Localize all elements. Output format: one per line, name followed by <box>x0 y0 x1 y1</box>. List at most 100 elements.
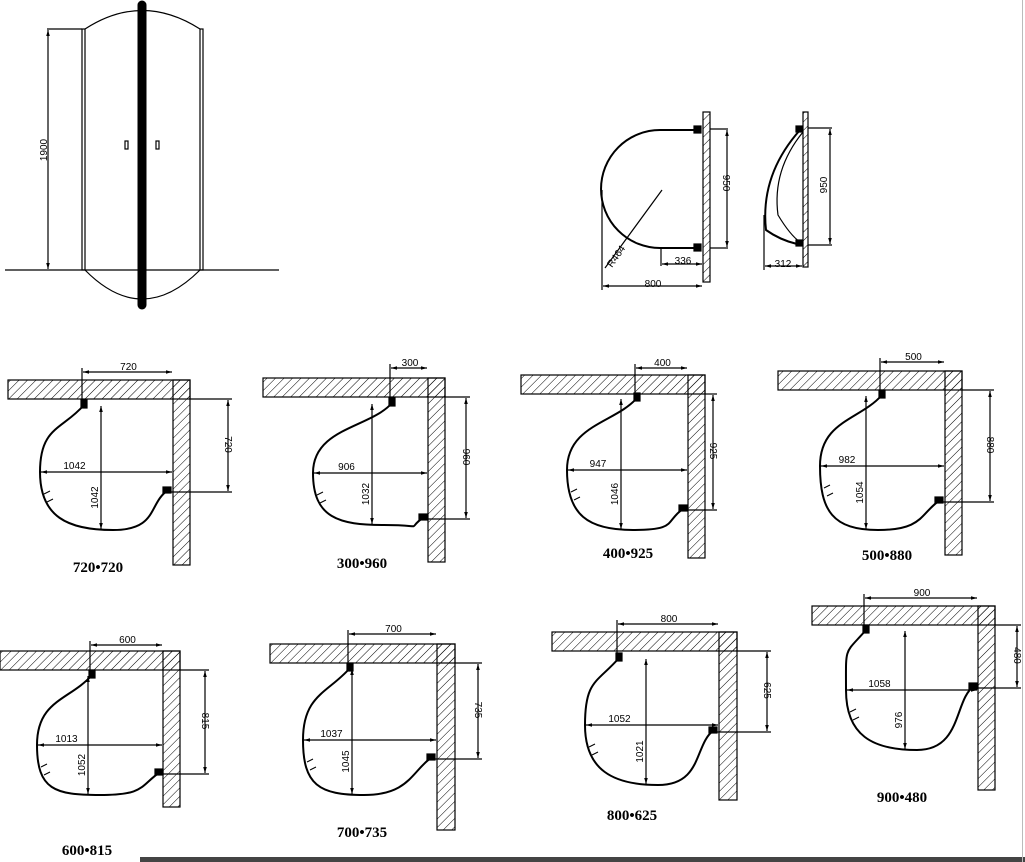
plan-caption: 300•960 <box>337 556 387 572</box>
down-dimension-label: 1046 <box>610 482 621 505</box>
left-door-handle <box>124 140 129 150</box>
down-dimension-label: 1054 <box>855 481 866 504</box>
side-wall <box>977 605 996 791</box>
top-view-folded <box>763 111 832 270</box>
front-elevation <box>5 0 279 310</box>
top-view-semicircle <box>600 111 729 290</box>
curved-glass <box>583 657 715 787</box>
elevation-height-label: 1900 <box>39 138 50 161</box>
joint-marks <box>588 743 599 756</box>
depth-label: 336 <box>675 256 692 267</box>
folded-depth-label: 312 <box>775 259 792 270</box>
joint-marks <box>849 708 860 721</box>
joint-marks <box>316 491 327 504</box>
plan-caption: 400•925 <box>603 546 653 562</box>
curved-glass <box>600 129 700 249</box>
plan-views: 72072010421042720•7203009609061032300•96… <box>0 352 1022 859</box>
top-dimension-label: 400 <box>654 358 671 369</box>
side-wall <box>436 643 456 831</box>
plan-caption: 800•625 <box>607 808 657 824</box>
joint-marks <box>570 488 581 501</box>
joint-marks <box>306 758 317 771</box>
down-dimension-label: 1045 <box>341 750 352 773</box>
curved-glass <box>35 674 161 797</box>
top-dimension-label: 900 <box>914 588 931 599</box>
side-hinge <box>162 486 172 494</box>
top-hinge <box>346 662 354 672</box>
across-dimension-label: 1042 <box>63 461 86 472</box>
curved-glass <box>311 402 425 528</box>
down-dimension-label: 1032 <box>361 482 372 505</box>
right-dimension-label: 625 <box>761 682 772 699</box>
right-dimension-label: 720 <box>222 436 233 453</box>
folded-glass-inner <box>776 131 804 243</box>
curved-glass <box>301 667 433 797</box>
side-wall <box>687 374 706 559</box>
folded-glass-outer <box>764 129 801 245</box>
down-dimension-label: 1052 <box>77 753 88 776</box>
right-dimension-label: 480 <box>1011 647 1022 664</box>
right-dimension-label: 960 <box>460 449 471 466</box>
top-wall <box>551 631 738 652</box>
plan-view-4: 500 880 982 1054 500•880 <box>777 352 995 564</box>
top-dimension-label: 600 <box>119 635 136 646</box>
across-dimension-label: 947 <box>590 459 607 470</box>
top-dimension-label: 700 <box>385 624 402 635</box>
side-wall <box>172 379 191 566</box>
plan-caption: 500•880 <box>862 548 912 564</box>
top-dimension-label: 300 <box>402 358 419 369</box>
plan-view-2: 300 960 906 1032 300•960 <box>262 358 471 572</box>
top-dimension-label: 500 <box>905 352 922 363</box>
top-hinge <box>878 389 886 399</box>
wall <box>702 111 711 283</box>
top-wall <box>269 643 456 664</box>
side-wall <box>944 370 963 556</box>
right-dimension-label: 880 <box>984 437 995 454</box>
side-hinge <box>678 504 688 512</box>
top-wall <box>811 605 996 626</box>
right-door-handle <box>155 140 160 150</box>
right-dimension-label: 815 <box>199 713 210 730</box>
left-fixed-panel <box>81 28 86 271</box>
side-hinge <box>426 753 436 761</box>
plan-caption: 600•815 <box>62 843 112 859</box>
top-hinge <box>88 669 96 679</box>
top-hinge <box>80 399 88 409</box>
right-edge <box>1022 0 1023 862</box>
semicircle-height-label: 950 <box>720 175 731 192</box>
top-wall <box>520 374 706 395</box>
bottom-edge <box>140 857 1025 862</box>
wall <box>802 111 809 268</box>
right-dimension-label: 925 <box>707 443 718 460</box>
right-fixed-panel <box>199 28 204 271</box>
joint-marks <box>40 763 51 776</box>
joint-marks <box>823 484 834 497</box>
across-dimension-label: 1052 <box>608 714 631 725</box>
plan-view-3: 400 925 947 1046 400•925 <box>520 358 718 562</box>
curved-glass <box>565 397 685 532</box>
across-dimension-label: 906 <box>338 462 355 473</box>
folded-height-label: 950 <box>819 176 830 193</box>
side-hinge <box>934 496 944 504</box>
across-dimension-label: 1013 <box>55 734 78 745</box>
top-hinge <box>615 652 623 662</box>
down-dimension-label: 976 <box>894 711 905 728</box>
top-dimension-label: 720 <box>120 362 137 373</box>
joint-marks <box>43 490 54 503</box>
top-wall <box>262 377 446 398</box>
width-label: 800 <box>645 279 662 290</box>
side-wall <box>162 650 181 808</box>
radius-line <box>604 189 663 269</box>
curved-glass <box>844 629 975 752</box>
side-wall <box>718 631 738 801</box>
across-dimension-label: 982 <box>839 455 856 466</box>
curved-glass <box>38 404 169 532</box>
side-wall <box>427 377 446 563</box>
down-dimension-label: 1042 <box>90 486 101 509</box>
top-hinge <box>862 624 870 634</box>
